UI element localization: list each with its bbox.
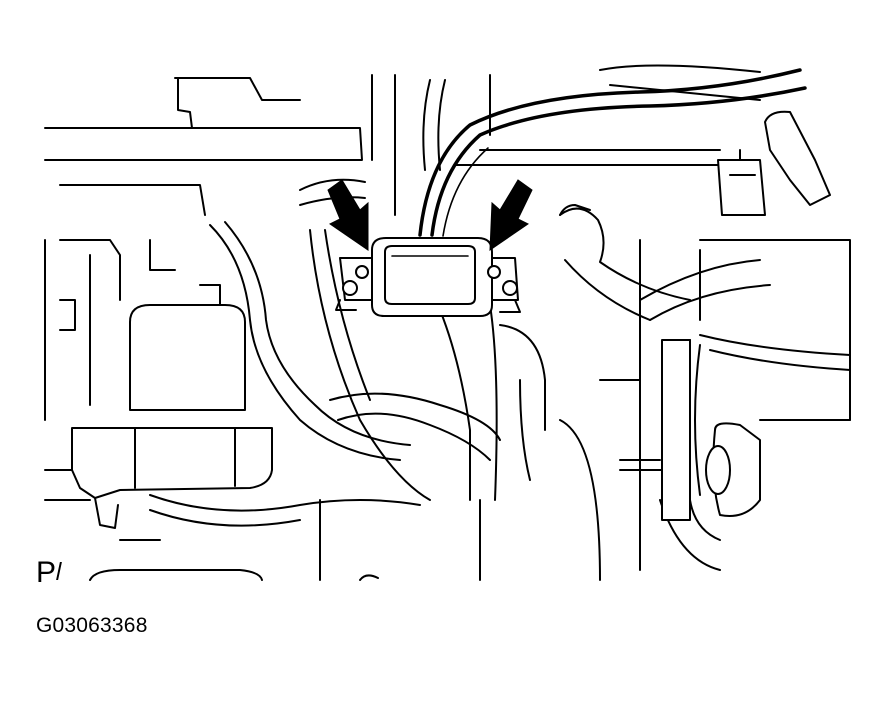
view-marker: P	[36, 556, 57, 589]
figure-code: G03063368	[36, 614, 148, 637]
sensor-cables	[418, 68, 807, 237]
sensor-module	[335, 237, 521, 317]
body-frame-lines	[44, 64, 851, 581]
left-component-block	[59, 239, 273, 529]
down-left-arrow-icon	[489, 179, 533, 251]
callout-arrows	[327, 179, 533, 251]
down-right-arrow-icon	[327, 179, 369, 251]
right-connector-cluster	[559, 110, 831, 521]
